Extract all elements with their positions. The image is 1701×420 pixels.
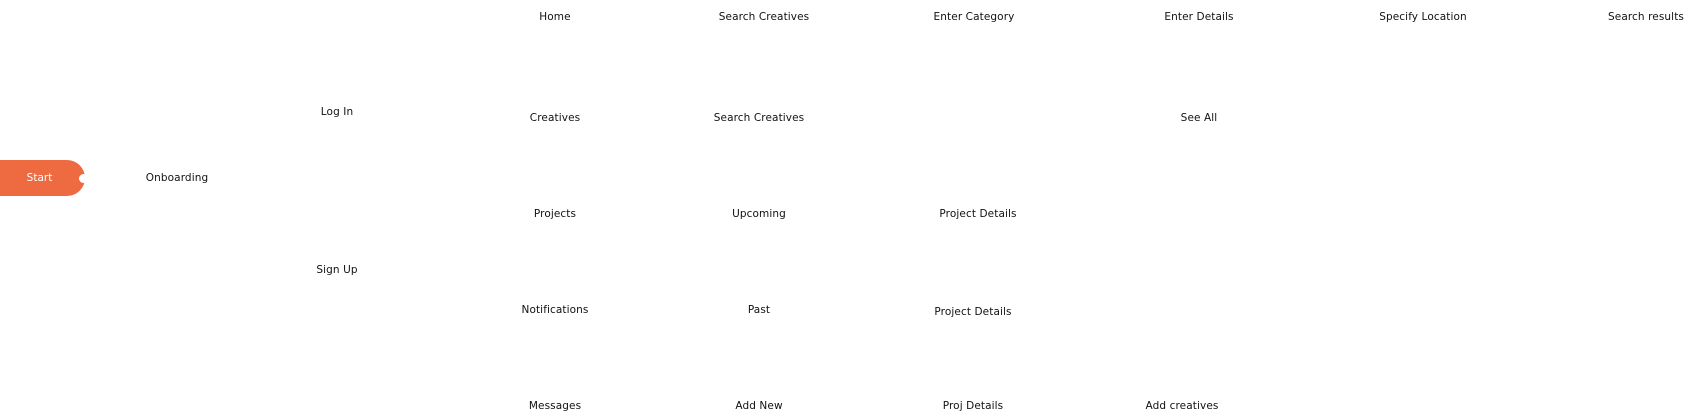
node-proj-details: Proj Details: [942, 400, 1004, 412]
node-add-new: Add New: [735, 400, 783, 412]
node-project-details-upcoming: Project Details: [939, 208, 1017, 220]
node-search-results: Search results: [1608, 11, 1684, 23]
start-label: Start: [26, 172, 53, 184]
node-projects: Projects: [533, 208, 577, 220]
node-home: Home: [539, 11, 571, 23]
start-node: Start: [0, 160, 88, 196]
node-enter-details: Enter Details: [1164, 11, 1234, 23]
node-enter-category: Enter Category: [933, 11, 1015, 23]
start-connector-dot: [79, 173, 88, 183]
node-creatives: Creatives: [529, 112, 581, 124]
node-search-creatives-top: Search Creatives: [718, 11, 810, 23]
node-notifications: Notifications: [521, 304, 589, 316]
node-onboarding: Onboarding: [145, 172, 209, 184]
node-search-creatives: Search Creatives: [713, 112, 805, 124]
node-sign-up: Sign Up: [316, 264, 358, 276]
node-log-in: Log In: [320, 106, 354, 118]
node-see-all: See All: [1180, 112, 1218, 124]
node-specify-location: Specify Location: [1379, 11, 1467, 23]
node-messages: Messages: [528, 400, 582, 412]
node-project-details-past: Project Details: [934, 306, 1012, 318]
node-add-creatives: Add creatives: [1145, 400, 1219, 412]
node-upcoming: Upcoming: [732, 208, 786, 220]
node-past: Past: [747, 304, 771, 316]
